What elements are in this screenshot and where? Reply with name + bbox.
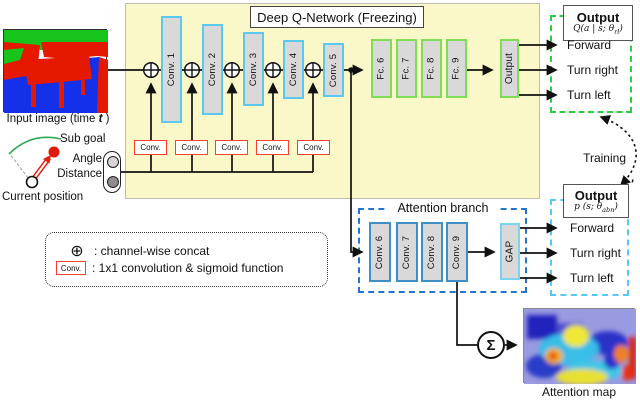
distance-input-circle [106, 176, 119, 188]
q-output-formula: Q(a | s; θrl) [573, 23, 623, 36]
feed-conv-box: Conv. [297, 140, 330, 155]
block-fc9: Fc. 9 [446, 39, 467, 98]
time-symbol: t [98, 113, 103, 125]
block-conv5: Conv. 5 [323, 43, 344, 97]
sum-node: Σ [477, 331, 505, 359]
current-position-dot [25, 175, 39, 189]
legend-concat-text: : channel-wise concat [94, 244, 210, 258]
block-dqn-output: Output [500, 39, 519, 98]
feed-conv-box: Conv. [175, 140, 208, 155]
training-label: Training [583, 151, 626, 165]
legend-box: ⊕ : channel-wise concat Conv. : 1x1 conv… [45, 232, 328, 287]
attention-map-image [523, 308, 636, 384]
segmentation-image [4, 30, 108, 113]
q-action-turn-left: Turn left [567, 88, 611, 102]
feed-conv-box: Conv. [134, 140, 167, 155]
training-arrow [599, 115, 637, 187]
legend-conv-text: : 1x1 convolution & sigmoid function [92, 261, 284, 275]
concat-icon [183, 61, 201, 79]
input-image [3, 29, 108, 113]
scalar-input-pill [103, 151, 121, 193]
branch-junction-dot [348, 67, 354, 73]
q-output-title: Output [576, 9, 620, 25]
angle-label: Angle [72, 153, 102, 165]
abn-output-formula: p (s; θabn) [574, 201, 618, 214]
abn-output-title: Output [574, 187, 618, 203]
concat-icon [223, 61, 241, 79]
input-image-caption: Input image (time t ) [6, 113, 110, 125]
block-conv9: Conv. 9 [446, 222, 468, 282]
attention-branch-title: Attention branch [386, 201, 500, 215]
angle-dashed-line [9, 153, 32, 183]
angle-input-circle [106, 156, 119, 168]
concat-icon [304, 61, 322, 79]
subgoal-sketch [8, 136, 62, 189]
attention-map-label: Attention map [541, 385, 617, 399]
block-conv4: Conv. 4 [283, 40, 304, 99]
concat-icon [264, 61, 282, 79]
block-conv7: Conv. 7 [396, 222, 418, 282]
prime-symbol: ′ [631, 177, 634, 191]
legend-conv-row: Conv. : 1x1 convolution & sigmoid functi… [56, 261, 283, 275]
abn-action-turn-right: Turn right [570, 246, 621, 260]
feed-conv-box: Conv. [215, 140, 248, 155]
q-action-forward: Forward [567, 38, 612, 52]
legend-conv-box: Conv. [56, 261, 86, 275]
current-position-label: Current position [2, 191, 84, 203]
concat-icon: ⊕ [70, 243, 84, 260]
block-gap: GAP [500, 223, 520, 280]
block-fc8: Fc. 8 [421, 39, 442, 98]
dqn-title-text: Deep Q-Network (Freezing) [257, 9, 417, 25]
block-conv6: Conv. 6 [369, 222, 391, 282]
abn-action-turn-left: Turn left [570, 271, 614, 285]
abn-action-forward: Forward [570, 221, 615, 235]
angle-arc [8, 136, 62, 155]
block-conv8: Conv. 8 [421, 222, 443, 282]
dqn-title: Deep Q-Network (Freezing) [250, 6, 424, 28]
block-fc7: Fc. 7 [396, 39, 417, 98]
concat-icon [142, 61, 160, 79]
distance-label: Distance [57, 168, 102, 180]
abn-output-card: Output ′ p (s; θabn) [563, 178, 634, 218]
feed-conv-box: Conv. [256, 140, 289, 155]
sub-goal-dot [48, 146, 60, 158]
legend-concat-row: ⊕ : channel-wise concat [60, 241, 209, 261]
block-conv3: Conv. 3 [243, 32, 264, 106]
q-output-card: Output Q(a | s; θrl) [563, 5, 633, 41]
distance-arrowhead [43, 155, 51, 164]
q-action-turn-right: Turn right [567, 63, 618, 77]
block-fc6: Fc. 6 [371, 39, 392, 98]
sub-goal-label: Sub goal [60, 133, 106, 145]
block-conv2: Conv. 2 [202, 24, 223, 115]
block-conv1: Conv. 1 [161, 16, 182, 123]
dqn-panel [125, 3, 540, 199]
